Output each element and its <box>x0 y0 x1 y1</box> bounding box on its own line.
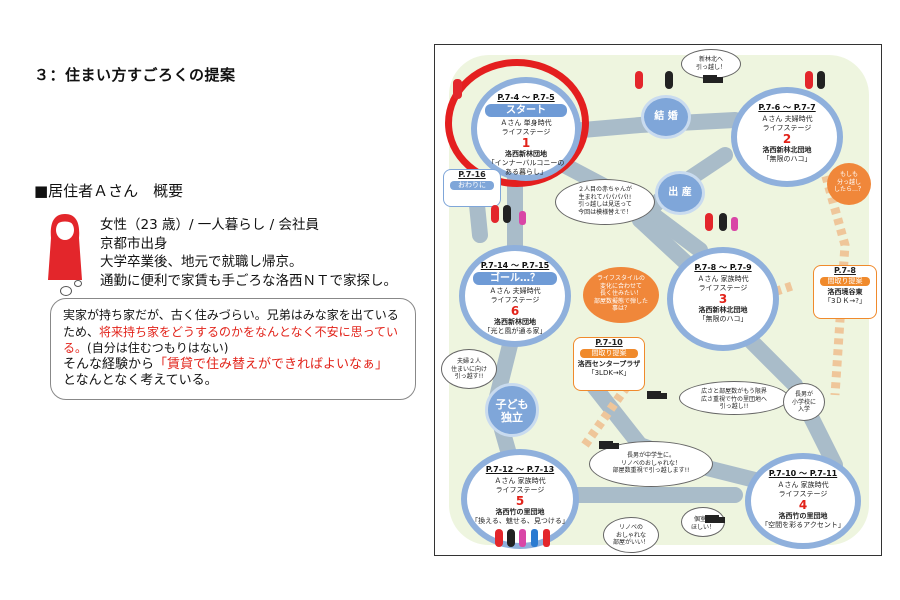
note-lifestyle: ライフスタイルの 変化に合わせて 長く住みたい！ 部屋数擬態で弾した 事は？ <box>583 267 659 323</box>
note-couple: 夫婦２人 住まいに向け 引っ越す!! <box>441 349 497 389</box>
badge-independence: 子ども 独立 <box>485 383 539 437</box>
thought-line: 実家が持ち家だが、古く住みづらい。兄弟はみな家を出ている <box>63 308 399 322</box>
thought-dot <box>60 286 72 296</box>
thought-bubble: 実家が持ち家だが、古く住みづらい。兄弟はみな家を出ている ため、将来持ち家をどう… <box>50 298 416 400</box>
note-private: 個室が ほしい！ <box>681 507 725 537</box>
sugoroku-diagram: P.7-4 ～ P.7-5 スタート Ａさん 単身時代 ライフステージ 1 洛西… <box>434 44 882 556</box>
node-2: P.7-6 ～ P.7-7 Ａさん 夫婦時代 ライフステージ 2 洛西新林北団地… <box>731 87 843 187</box>
thought-line: そんな経験から「賃貸で住み替えができればよいなぁ」 <box>63 356 389 372</box>
profile-line: 大学卒業後、地元で就職し帰京。 <box>100 254 303 270</box>
profile-heading: ■居住者Ａさん 概要 <box>34 182 184 200</box>
node-6: P.7-14 ～ P.7-15 ゴール…？ Ａさん 夫婦時代 ライフステージ 6… <box>459 245 571 347</box>
note-baby: ２人目の赤ちゃんが 生まれてパパパパ!! 引っ越しは見送って 今回は模様替えで！ <box>555 179 655 225</box>
profile-line: 京都市出身 <box>100 235 168 252</box>
note-moshi: もしも 分っ越し したら…？ <box>827 163 871 205</box>
node-1: P.7-4 ～ P.7-5 スタート Ａさん 単身時代 ライフステージ 1 洛西… <box>471 77 581 181</box>
start-highlight-ring <box>445 59 589 187</box>
node-4: P.7-10 ～ P.7-11 Ａさん 家族時代 ライフステージ 4 洛西竹の里… <box>745 453 861 549</box>
profile-line: 通勤に便利で家賃も手ごろな洛西ＮＴで家探し。 <box>100 272 397 289</box>
tag-p78: P.7-8 間取り提案 洛西境谷東 「3ＤＫ→?」 <box>813 265 877 319</box>
thought-line: る。(自分は住むつもりはない) <box>63 341 229 355</box>
badge-birth: 出 産 <box>655 171 705 215</box>
profile-line: 女性（23 歳）/ 一人暮らし / 会社員 <box>100 217 319 233</box>
badge-marriage: 結 婚 <box>641 95 691 139</box>
woman-icon <box>48 214 82 280</box>
tag-p716: P.7-16 おわりに <box>443 169 501 207</box>
page-title: ３：住まい方すごろくの提案 <box>34 66 236 84</box>
thought-line: となんとなく考えている。 <box>63 373 218 388</box>
thought-line: ため、将来持ち家をどうするのかをなんとなく不安に思ってい <box>63 324 399 339</box>
note-junior: 長男が中学生に。 リノベのおしゃれな！ 部屋数重視で引っ越します!! <box>589 441 713 487</box>
node-3: P.7-8 ～ P.7-9 Ａさん 家族時代 ライフステージ 3 洛西新林北団地… <box>667 247 779 351</box>
note-renov: リノベの おしゃれな 部屋がいい！ <box>603 517 659 553</box>
tag-p710: P.7-10 間取り提案 洛西センタープラザ 「3LDK→K」 <box>573 337 645 391</box>
node-5: P.7-12 ～ P.7-13 Ａさん 家族時代 ライフステージ 5 洛西竹の里… <box>461 449 579 549</box>
profile-details: 女性（23 歳）/ 一人暮らし / 会社員 京都市出身 大学卒業後、地元で就職し… <box>100 216 397 290</box>
note-move: 新林北へ 引っ越し！ <box>681 49 741 79</box>
thought-dot <box>74 280 82 287</box>
note-wide: 広さと部屋数がもう限界 広さ重視で竹の里団地へ 引っ越し!! <box>679 381 789 415</box>
note-school: 長男が 小学校に 入学 <box>783 383 825 421</box>
thought-text: 実家が持ち家だが、古く住みづらい。兄弟はみな家を出ている ため、将来持ち家をどう… <box>63 307 408 390</box>
resident-figure <box>44 212 86 284</box>
